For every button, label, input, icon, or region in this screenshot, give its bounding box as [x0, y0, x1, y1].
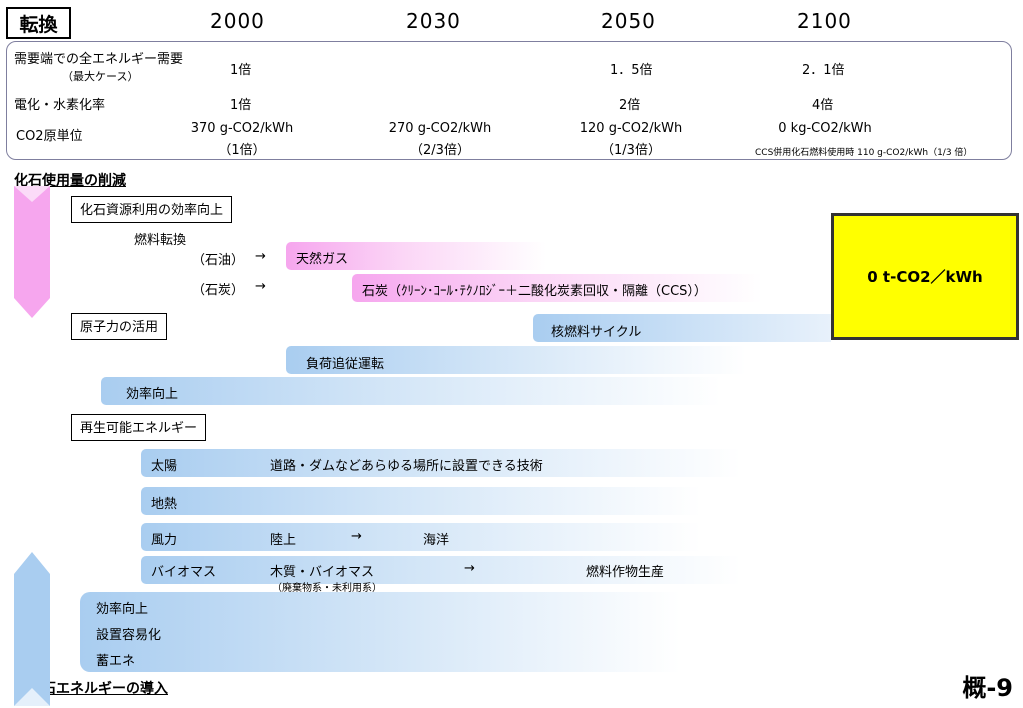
wind-arrow: →	[351, 529, 362, 544]
bio-crop: 燃料作物生産	[586, 565, 665, 580]
bio-wood: 木質・バイオマス	[270, 565, 375, 580]
load-follow-label: 負荷追従運転	[306, 357, 385, 372]
co2-2050: 120 g-CO2/kWh	[579, 121, 683, 136]
natural-gas-bar	[286, 242, 546, 270]
wind-sea: 海洋	[423, 533, 450, 548]
oil-arrow: →	[255, 249, 266, 264]
co2-2030: 270 g-CO2/kWh	[388, 121, 492, 136]
fuel-switch-label: 燃料転換	[134, 233, 187, 248]
down-arrow-icon	[14, 186, 50, 318]
biomass-label: バイオマス	[151, 565, 217, 580]
elec-2050: 2倍	[619, 98, 641, 113]
common-bar	[80, 592, 680, 672]
coal-arrow: →	[255, 279, 266, 294]
demand-sub: （最大ケース）	[62, 70, 139, 83]
demand-2050: 1．5倍	[610, 63, 653, 78]
demand-label: 需要端での全エネルギー需要	[14, 52, 184, 67]
demand-2100: 2．1倍	[802, 63, 845, 78]
year-2000: 2000	[210, 9, 265, 33]
nuclear-cycle-bar	[533, 314, 831, 342]
load-follow-bar	[286, 346, 746, 374]
nuclear-cycle-label: 核燃料サイクル	[551, 325, 642, 340]
co2-2000-ratio: （1倍）	[218, 143, 266, 158]
co2-2050-ratio: （1/3倍）	[601, 143, 661, 158]
coal-bar	[352, 274, 762, 302]
common-item-efficiency: 効率向上	[96, 602, 149, 617]
summary-table	[6, 41, 1012, 160]
year-2100: 2100	[797, 9, 852, 33]
co2-ccs-note: CCS併用化石燃料使用時 110 g-CO2/kWh（1/3 倍）	[755, 148, 973, 158]
oil-label: （石油）	[192, 253, 245, 268]
zero-co2-target: 0 t-CO2／kWh	[831, 213, 1019, 340]
natural-gas-label: 天然ガス	[296, 252, 349, 267]
bio-sub: （廃棄物系・未利用系）	[272, 583, 382, 594]
efficiency-box: 化石資源利用の効率向上	[71, 196, 233, 223]
nuclear-eff-label: 効率向上	[126, 387, 179, 402]
solar-label: 太陽	[151, 459, 178, 474]
co2-2030-ratio: （2/3倍）	[410, 143, 470, 158]
wind-bar	[141, 523, 701, 551]
year-2050: 2050	[601, 9, 656, 33]
solar-text: 道路・ダムなどあらゆる場所に設置できる技術	[270, 459, 543, 474]
solar-bar	[141, 449, 741, 477]
biomass-bar	[141, 556, 741, 584]
nuclear-eff-bar	[101, 377, 721, 405]
fossil-heading: 化石使用量の削減	[14, 173, 126, 189]
coal-bar-label: 石炭（ｸﾘｰﾝ･ｺｰﾙ･ﾃｸﾉﾛｼﾞｰ＋二酸化炭素回収・隔離（CCS））	[362, 284, 707, 299]
up-arrow-icon	[14, 552, 50, 706]
geo-bar	[141, 487, 701, 515]
wind-label: 風力	[151, 533, 178, 548]
coal-label: （石炭）	[192, 283, 245, 298]
common-item-installation: 設置容易化	[96, 628, 162, 643]
wind-land: 陸上	[270, 533, 297, 548]
year-2030: 2030	[406, 9, 461, 33]
bio-arrow: →	[464, 561, 475, 576]
co2-2100: 0 kg-CO2/kWh	[778, 121, 872, 136]
renewable-box: 再生可能エネルギー	[71, 414, 207, 441]
page-title: 転換	[6, 7, 71, 39]
elec-2000: 1倍	[230, 98, 252, 113]
nuclear-box: 原子力の活用	[71, 313, 168, 340]
co2-2000: 370 g-CO2/kWh	[190, 121, 294, 136]
nonfossil-heading: 非化石エネルギーの導入	[14, 681, 168, 697]
elec-label: 電化・水素化率	[14, 98, 106, 113]
geo-label: 地熱	[151, 497, 178, 512]
elec-2100: 4倍	[812, 98, 834, 113]
demand-2000: 1倍	[230, 63, 252, 78]
common-item-storage: 蓄エネ	[96, 654, 136, 669]
co2-label: CO2原単位	[16, 129, 83, 144]
page-number: 概-9	[962, 674, 1013, 702]
